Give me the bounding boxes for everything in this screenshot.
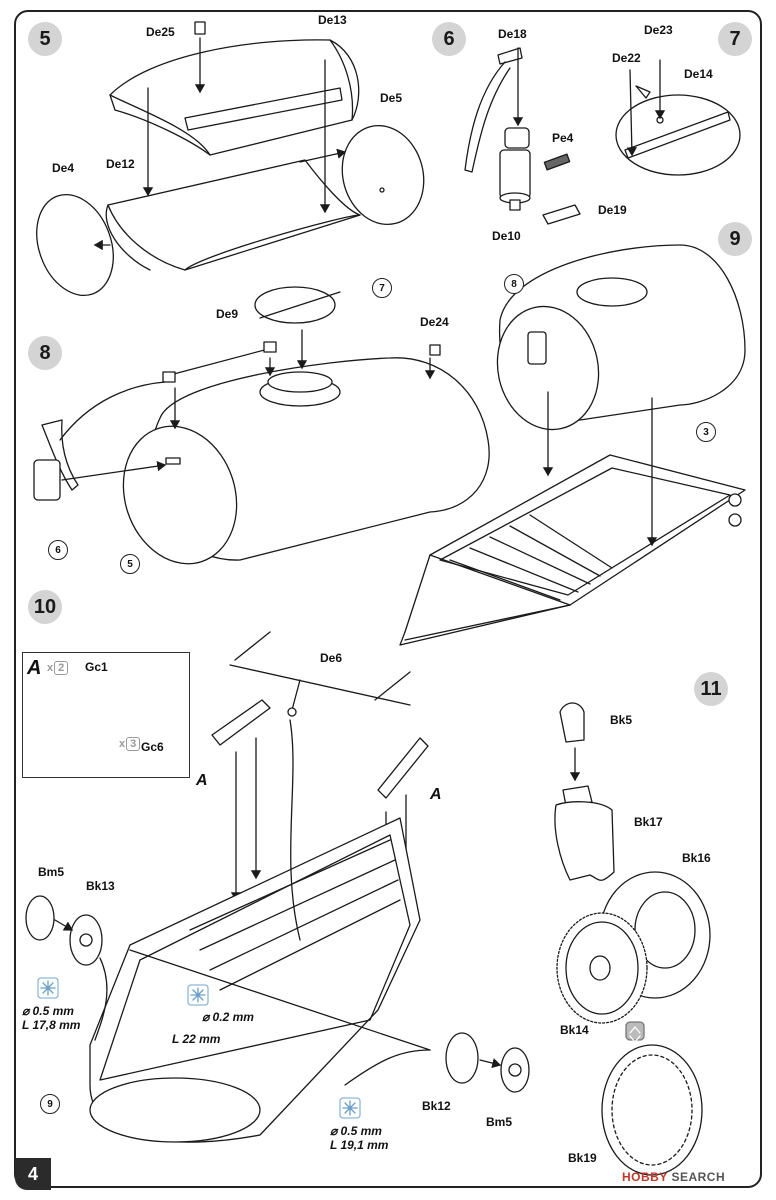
inset-letter-a: A <box>27 657 42 679</box>
part-label-gc1: Gc1 <box>85 660 108 674</box>
step-10-number: 10 <box>28 590 62 624</box>
page-frame <box>14 10 762 1188</box>
wire-note-3: ⌀ 0.5 mm L 19,1 mm <box>330 1124 388 1152</box>
step6-drawing <box>464 47 581 225</box>
part-label-de24: De24 <box>420 315 449 329</box>
part-label-bk14: Bk14 <box>560 1023 589 1037</box>
step-11-number: 11 <box>694 672 728 706</box>
part-label-pe4: Pe4 <box>552 131 574 145</box>
part-label-bm5-left: Bm5 <box>38 865 65 879</box>
wire-note-1-length: L 17,8 mm <box>22 1018 81 1032</box>
part-label-bk16: Bk16 <box>682 851 711 865</box>
page-number: 4 <box>15 1158 51 1190</box>
part-label-de9: De9 <box>216 307 239 321</box>
part-label-de25: De25 <box>146 25 175 39</box>
wire-note-3-diameter: ⌀ 0.5 mm <box>330 1124 382 1138</box>
part-label-bk12: Bk12 <box>422 1099 451 1113</box>
step-5-number: 5 <box>28 22 62 56</box>
part-label-de6: De6 <box>320 651 343 665</box>
step5-drawing <box>36 21 425 297</box>
wire-note-2-diameter: ⌀ 0.2 mm <box>202 1010 254 1024</box>
part-label-de22: De22 <box>612 51 641 65</box>
callout-8: 8 <box>504 274 524 294</box>
subassembly-a-left: A <box>196 772 208 789</box>
part-label-de18: De18 <box>498 27 527 41</box>
part-label-de5: De5 <box>380 91 403 105</box>
part-label-gc6: Gc6 <box>141 740 164 754</box>
step-7-number: 7 <box>718 22 752 56</box>
callout-6: 6 <box>48 540 68 560</box>
part-label-de12: De12 <box>106 157 135 171</box>
part-label-de19: De19 <box>598 203 627 217</box>
part-label-bk19: Bk19 <box>568 1151 597 1165</box>
watermark: HOBBY SEARCH <box>622 1170 726 1184</box>
subassembly-a-right: A <box>430 786 442 803</box>
callout-9: 9 <box>40 1094 60 1114</box>
part-label-de13: De13 <box>318 13 347 27</box>
part-label-bk13: Bk13 <box>86 879 115 893</box>
step-6-number: 6 <box>432 22 466 56</box>
step8-drawing <box>33 286 490 565</box>
part-label-de14: De14 <box>684 67 713 81</box>
step9-drawing <box>399 244 746 646</box>
wire-note-1-diameter: ⌀ 0.5 mm <box>22 1004 74 1018</box>
part-label-bk17: Bk17 <box>634 815 663 829</box>
callout-7: 7 <box>372 278 392 298</box>
part-label-bk5: Bk5 <box>610 713 633 727</box>
step-8-number: 8 <box>28 336 62 370</box>
part-label-de4: De4 <box>52 161 75 175</box>
step-9-number: 9 <box>718 222 752 256</box>
step10-drawing <box>25 631 530 1143</box>
callout-3: 3 <box>696 422 716 442</box>
wire-note-2-length: L 22 mm <box>172 1032 221 1046</box>
wire-note-2-len: L 22 mm <box>172 1032 220 1046</box>
part-label-de23: De23 <box>644 23 673 37</box>
part-label-de10: De10 <box>492 229 521 243</box>
part-label-bm5-right: Bm5 <box>486 1115 513 1129</box>
callout-5: 5 <box>120 554 140 574</box>
step7-drawing <box>615 59 741 176</box>
wire-note-2: ⌀ 0.2 mm <box>202 1010 254 1024</box>
wire-note-1: ⌀ 0.5 mm L 17,8 mm <box>22 1004 80 1032</box>
wire-markers <box>37 977 361 1119</box>
step11-drawing <box>554 702 711 1176</box>
wire-note-3-length: L 19,1 mm <box>330 1138 389 1152</box>
